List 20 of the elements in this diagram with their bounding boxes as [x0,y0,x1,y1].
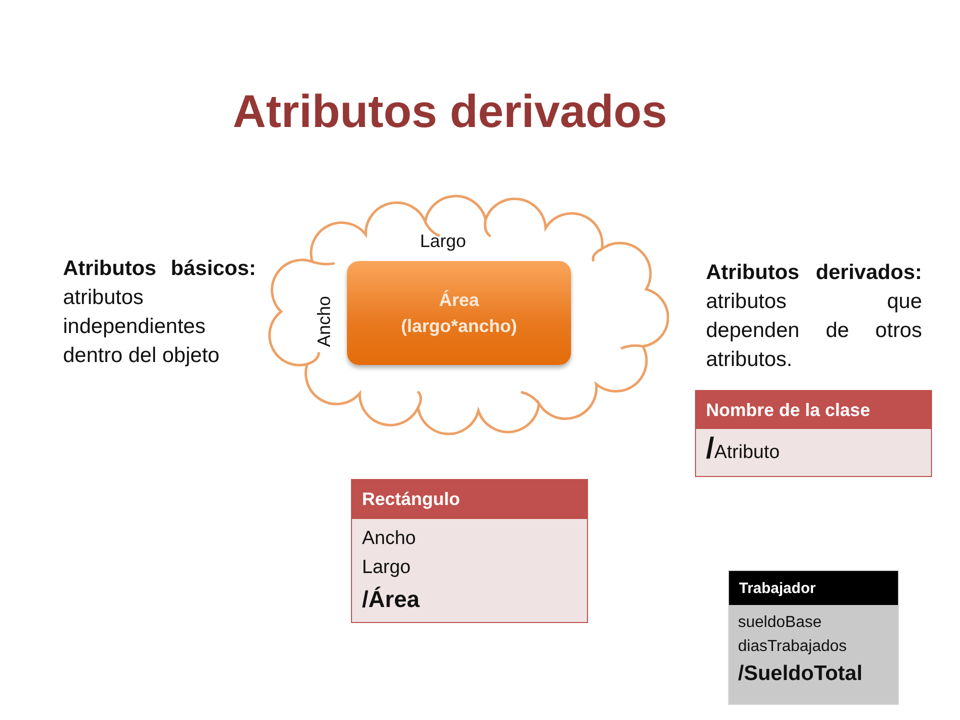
attribute-text: /Área [362,585,420,614]
slide-title: Atributos derivados [232,84,668,138]
definition-text: Atributos básicos: atributos independientes dentro del objeto [63,256,256,369]
cloud-shape [265,192,669,438]
class-name-header: Rectángulo [352,480,587,519]
dimension-label: Ancho [313,296,335,348]
dimension-label: Largo [420,230,466,252]
uml-class-table [728,570,899,705]
attribute-text: /Atributo [706,437,780,467]
uml-class-table [351,479,588,623]
uml-class-table [695,390,932,477]
attribute-text: /SueldoTotal [738,661,862,687]
class-name-header: Nombre de la clase [696,391,931,429]
attribute-text: diasTrabajados [738,637,847,657]
attribute-text: Largo [362,556,411,580]
attribute-text: Ancho [362,527,416,551]
definition-text: Atributos derivados: atributos que dependen de otros atributos. [706,260,922,373]
class-name-header: Trabajador [729,571,898,605]
attribute-text: sueldoBase [738,613,822,633]
formula-box: Área (largo*ancho) [347,261,571,365]
